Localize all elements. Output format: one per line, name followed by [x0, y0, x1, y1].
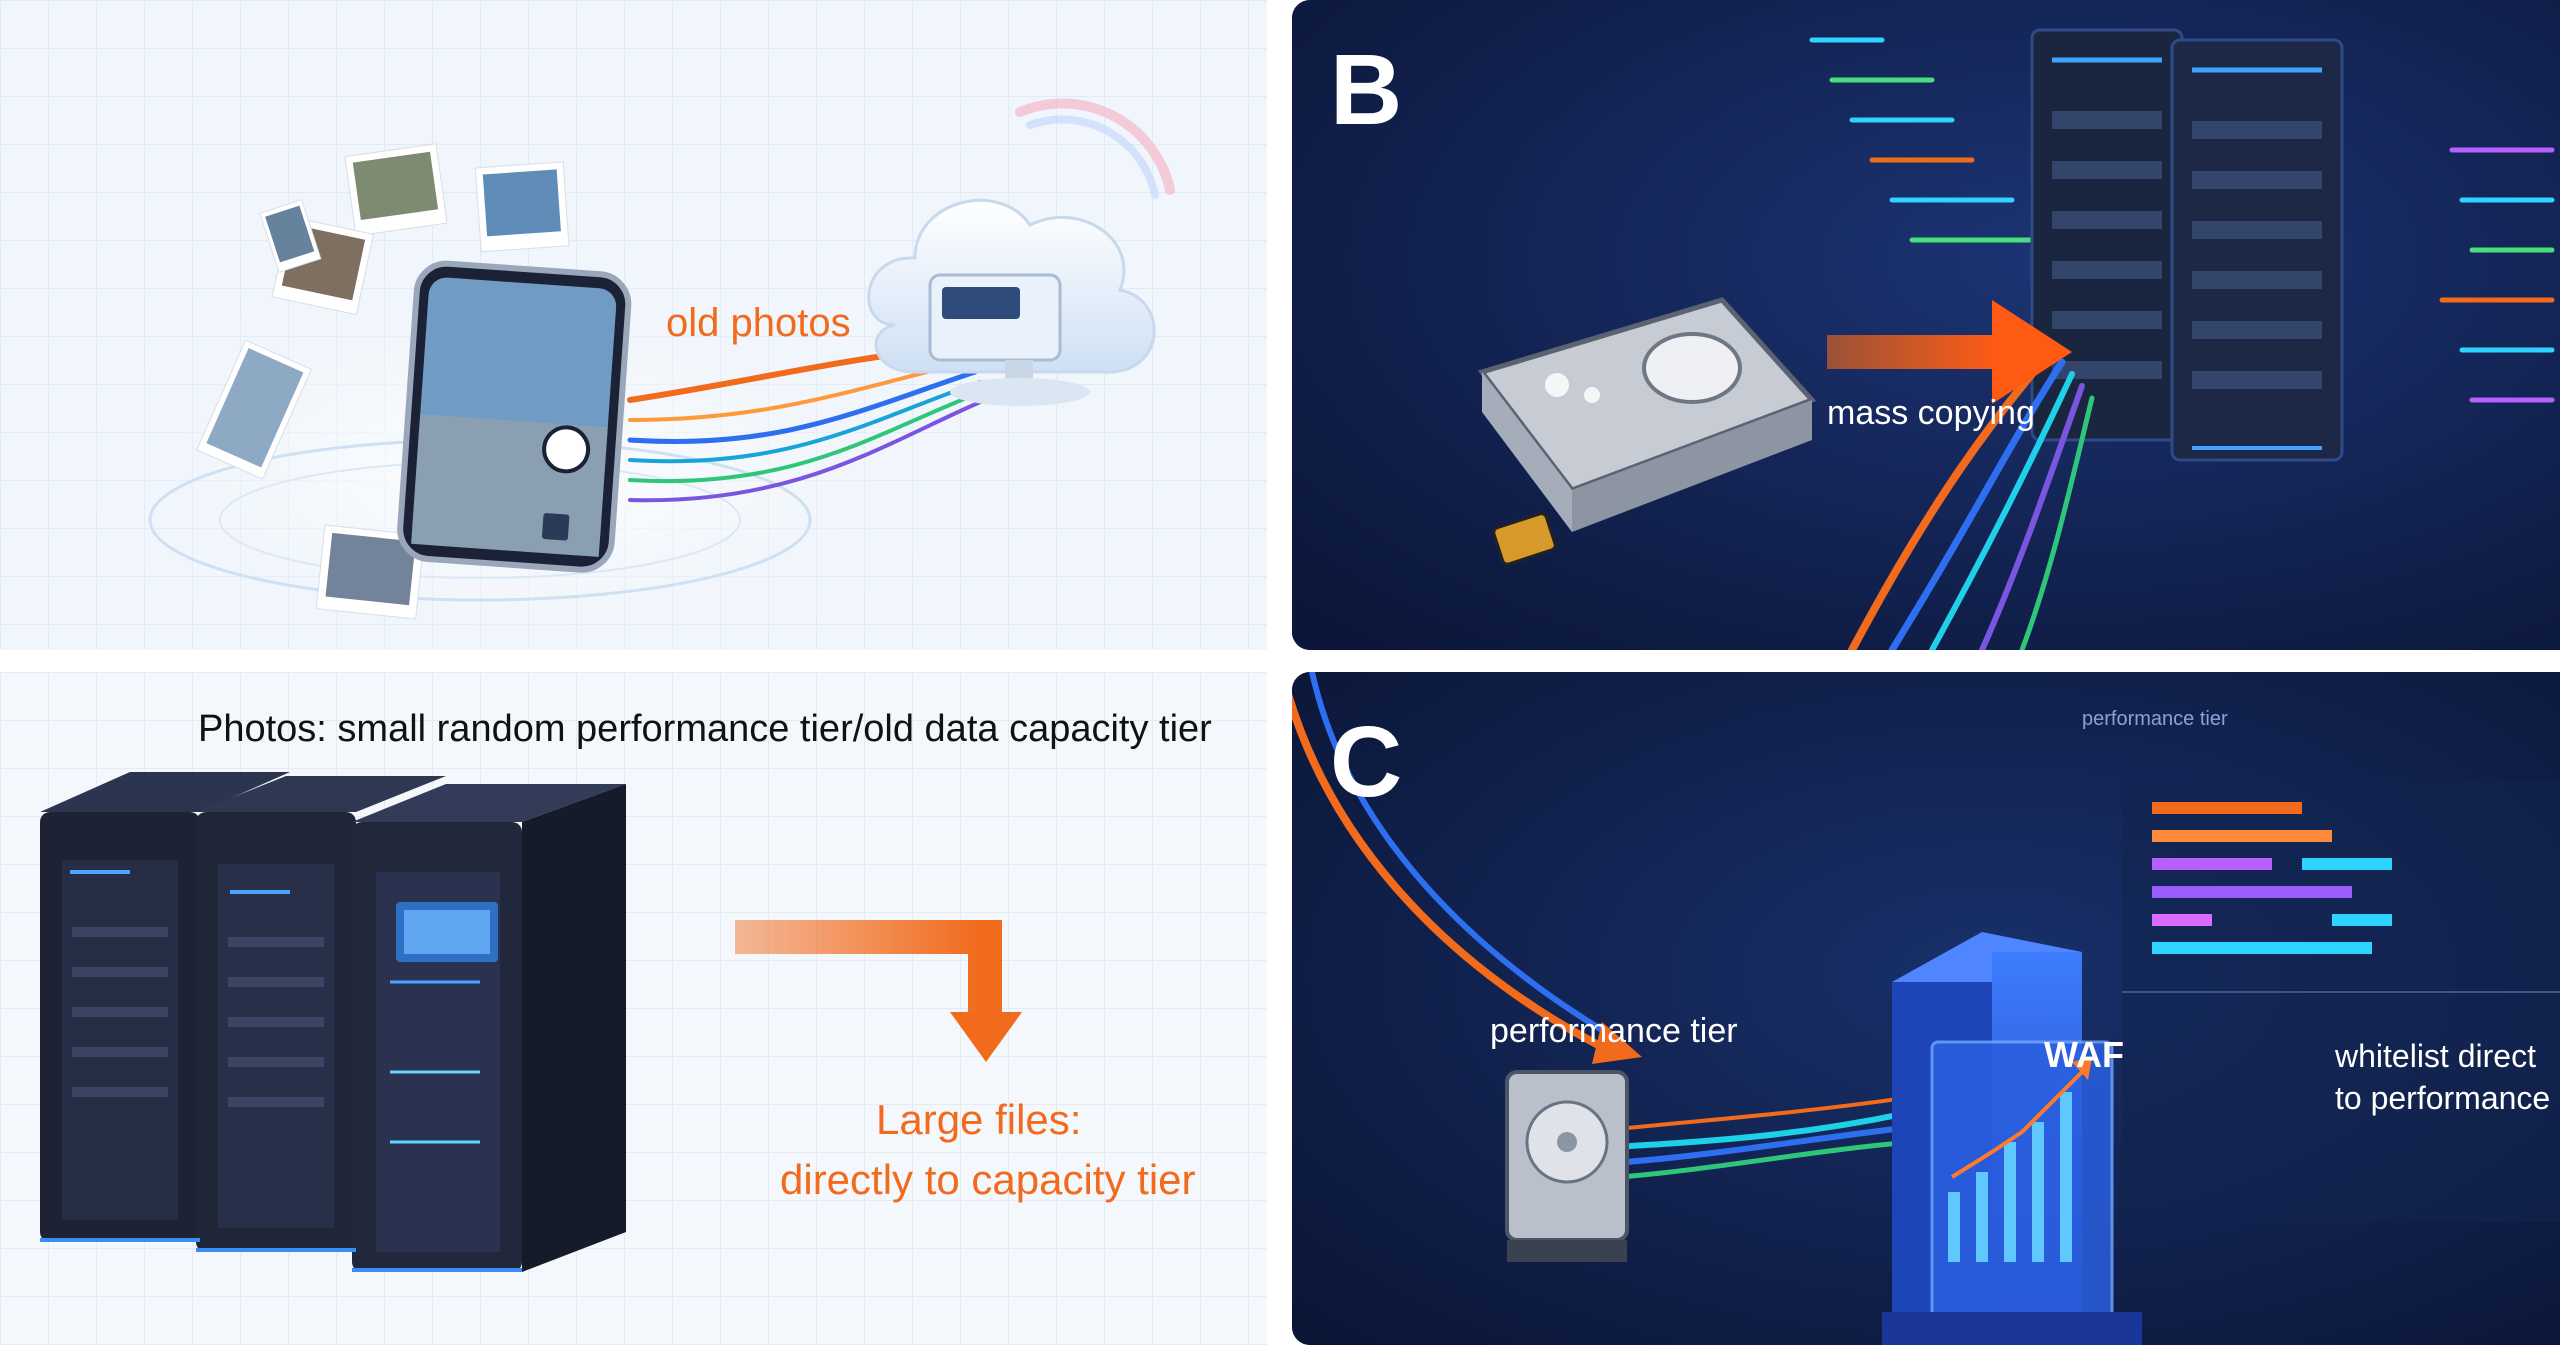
- tiering-title: Photos: small random performance tier/ol…: [198, 708, 1212, 750]
- panel-capacity-tier: Photos: small random performance tier/ol…: [0, 672, 1267, 1345]
- mass-copying-label: mass copying: [1827, 394, 2035, 432]
- panel-b-illustration: [1292, 0, 2560, 650]
- waf-label: WAF: [2044, 1034, 2124, 1075]
- old-photos-label: old photos: [666, 301, 851, 345]
- whitelist-direct-label: whitelist direct: [2335, 1038, 2536, 1074]
- panel-a-illustration: [0, 0, 1267, 650]
- panel-letter-b: B: [1330, 34, 1403, 146]
- capacity-tier-label: directly to capacity tier: [780, 1156, 1196, 1203]
- waf-appliance: [1882, 932, 2142, 1345]
- to-performance-label: to performance: [2335, 1080, 2551, 1116]
- hard-disk: [1505, 1070, 1629, 1262]
- capacity-arrow: [735, 920, 1022, 1062]
- photo-carousel: [196, 143, 570, 620]
- performance-tier-label: performance tier: [1490, 1012, 1738, 1050]
- mass-copying-arrow: [1827, 300, 2072, 404]
- code-lines: [1809, 37, 2555, 403]
- panel-letter-c: C: [1330, 706, 1403, 818]
- panel-d-illustration: [0, 672, 1267, 1345]
- server-racks: [40, 772, 626, 1272]
- server-racks: [2030, 28, 2344, 462]
- panel-b-mass-copying: B mass copying: [1292, 0, 2560, 650]
- cloud-server: [867, 198, 1156, 406]
- performance-chart: [2122, 782, 2560, 1222]
- panel-old-photos: old photos: [0, 0, 1267, 650]
- incoming-stream: [1292, 672, 1642, 1064]
- chart-title: performance tier: [2082, 708, 2228, 730]
- panel-c-illustration: [1292, 672, 2560, 1345]
- smartphone: [397, 260, 632, 573]
- external-drive: [1477, 297, 1817, 566]
- panel-c-waf: C performance tier performance tier WAF …: [1292, 672, 2560, 1345]
- large-files-label: Large files:: [876, 1096, 1082, 1143]
